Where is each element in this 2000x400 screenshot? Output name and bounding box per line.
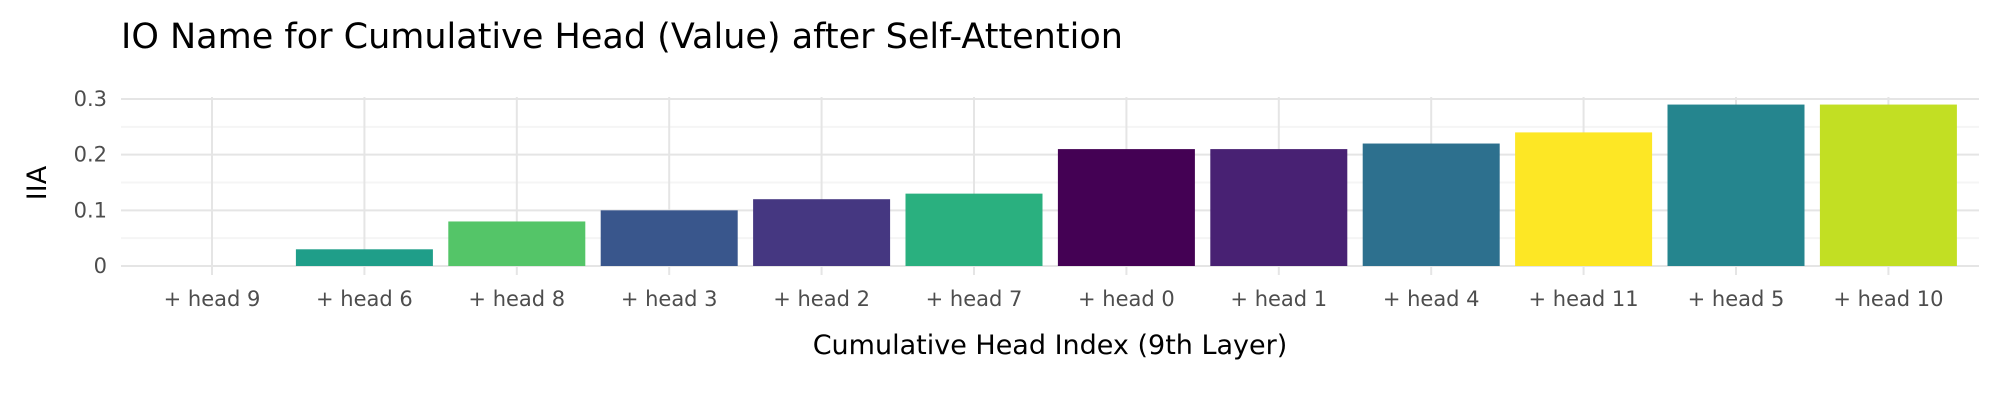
y-axis-title: IIA	[22, 165, 53, 200]
bar	[753, 199, 891, 266]
bar	[1667, 104, 1805, 266]
x-tick-label: + head 3	[621, 287, 718, 311]
x-tick-label: + head 1	[1230, 287, 1327, 311]
bar	[1210, 149, 1348, 266]
y-tick-label: 0.1	[74, 198, 107, 222]
x-tick-label: + head 4	[1383, 287, 1480, 311]
bar	[600, 210, 738, 266]
x-tick-label: + head 6	[316, 287, 413, 311]
bars	[295, 104, 1957, 266]
x-tick-label: + head 7	[926, 287, 1023, 311]
y-tick-label: 0.2	[74, 143, 107, 167]
bar	[448, 221, 586, 266]
y-tick-label: 0.3	[74, 87, 107, 111]
x-tick-label: + head 2	[773, 287, 870, 311]
bar	[295, 249, 433, 266]
bar	[1515, 132, 1653, 266]
bar	[1362, 143, 1500, 266]
x-axis-ticks: + head 9 + head 6 + head 8 + head 3 + head 2…	[164, 287, 1944, 311]
x-tick-label: + head 10	[1833, 287, 1943, 311]
y-tick-label: 0	[94, 254, 107, 278]
bar	[1057, 149, 1195, 266]
bar	[1819, 104, 1957, 266]
x-tick-label: + head 8	[468, 287, 565, 311]
x-tick-label: + head 11	[1529, 287, 1639, 311]
x-tick-label: + head 0	[1078, 287, 1175, 311]
x-axis-title: Cumulative Head Index (9th Layer)	[813, 330, 1288, 361]
chart-title: IO Name for Cumulative Head (Value) afte…	[121, 17, 1123, 57]
y-axis-ticks: 0 0.1 0.2 0.3	[74, 87, 107, 278]
x-tick-label: + head 9	[164, 287, 261, 311]
x-tick-label: + head 5	[1688, 287, 1785, 311]
bar	[905, 193, 1043, 266]
